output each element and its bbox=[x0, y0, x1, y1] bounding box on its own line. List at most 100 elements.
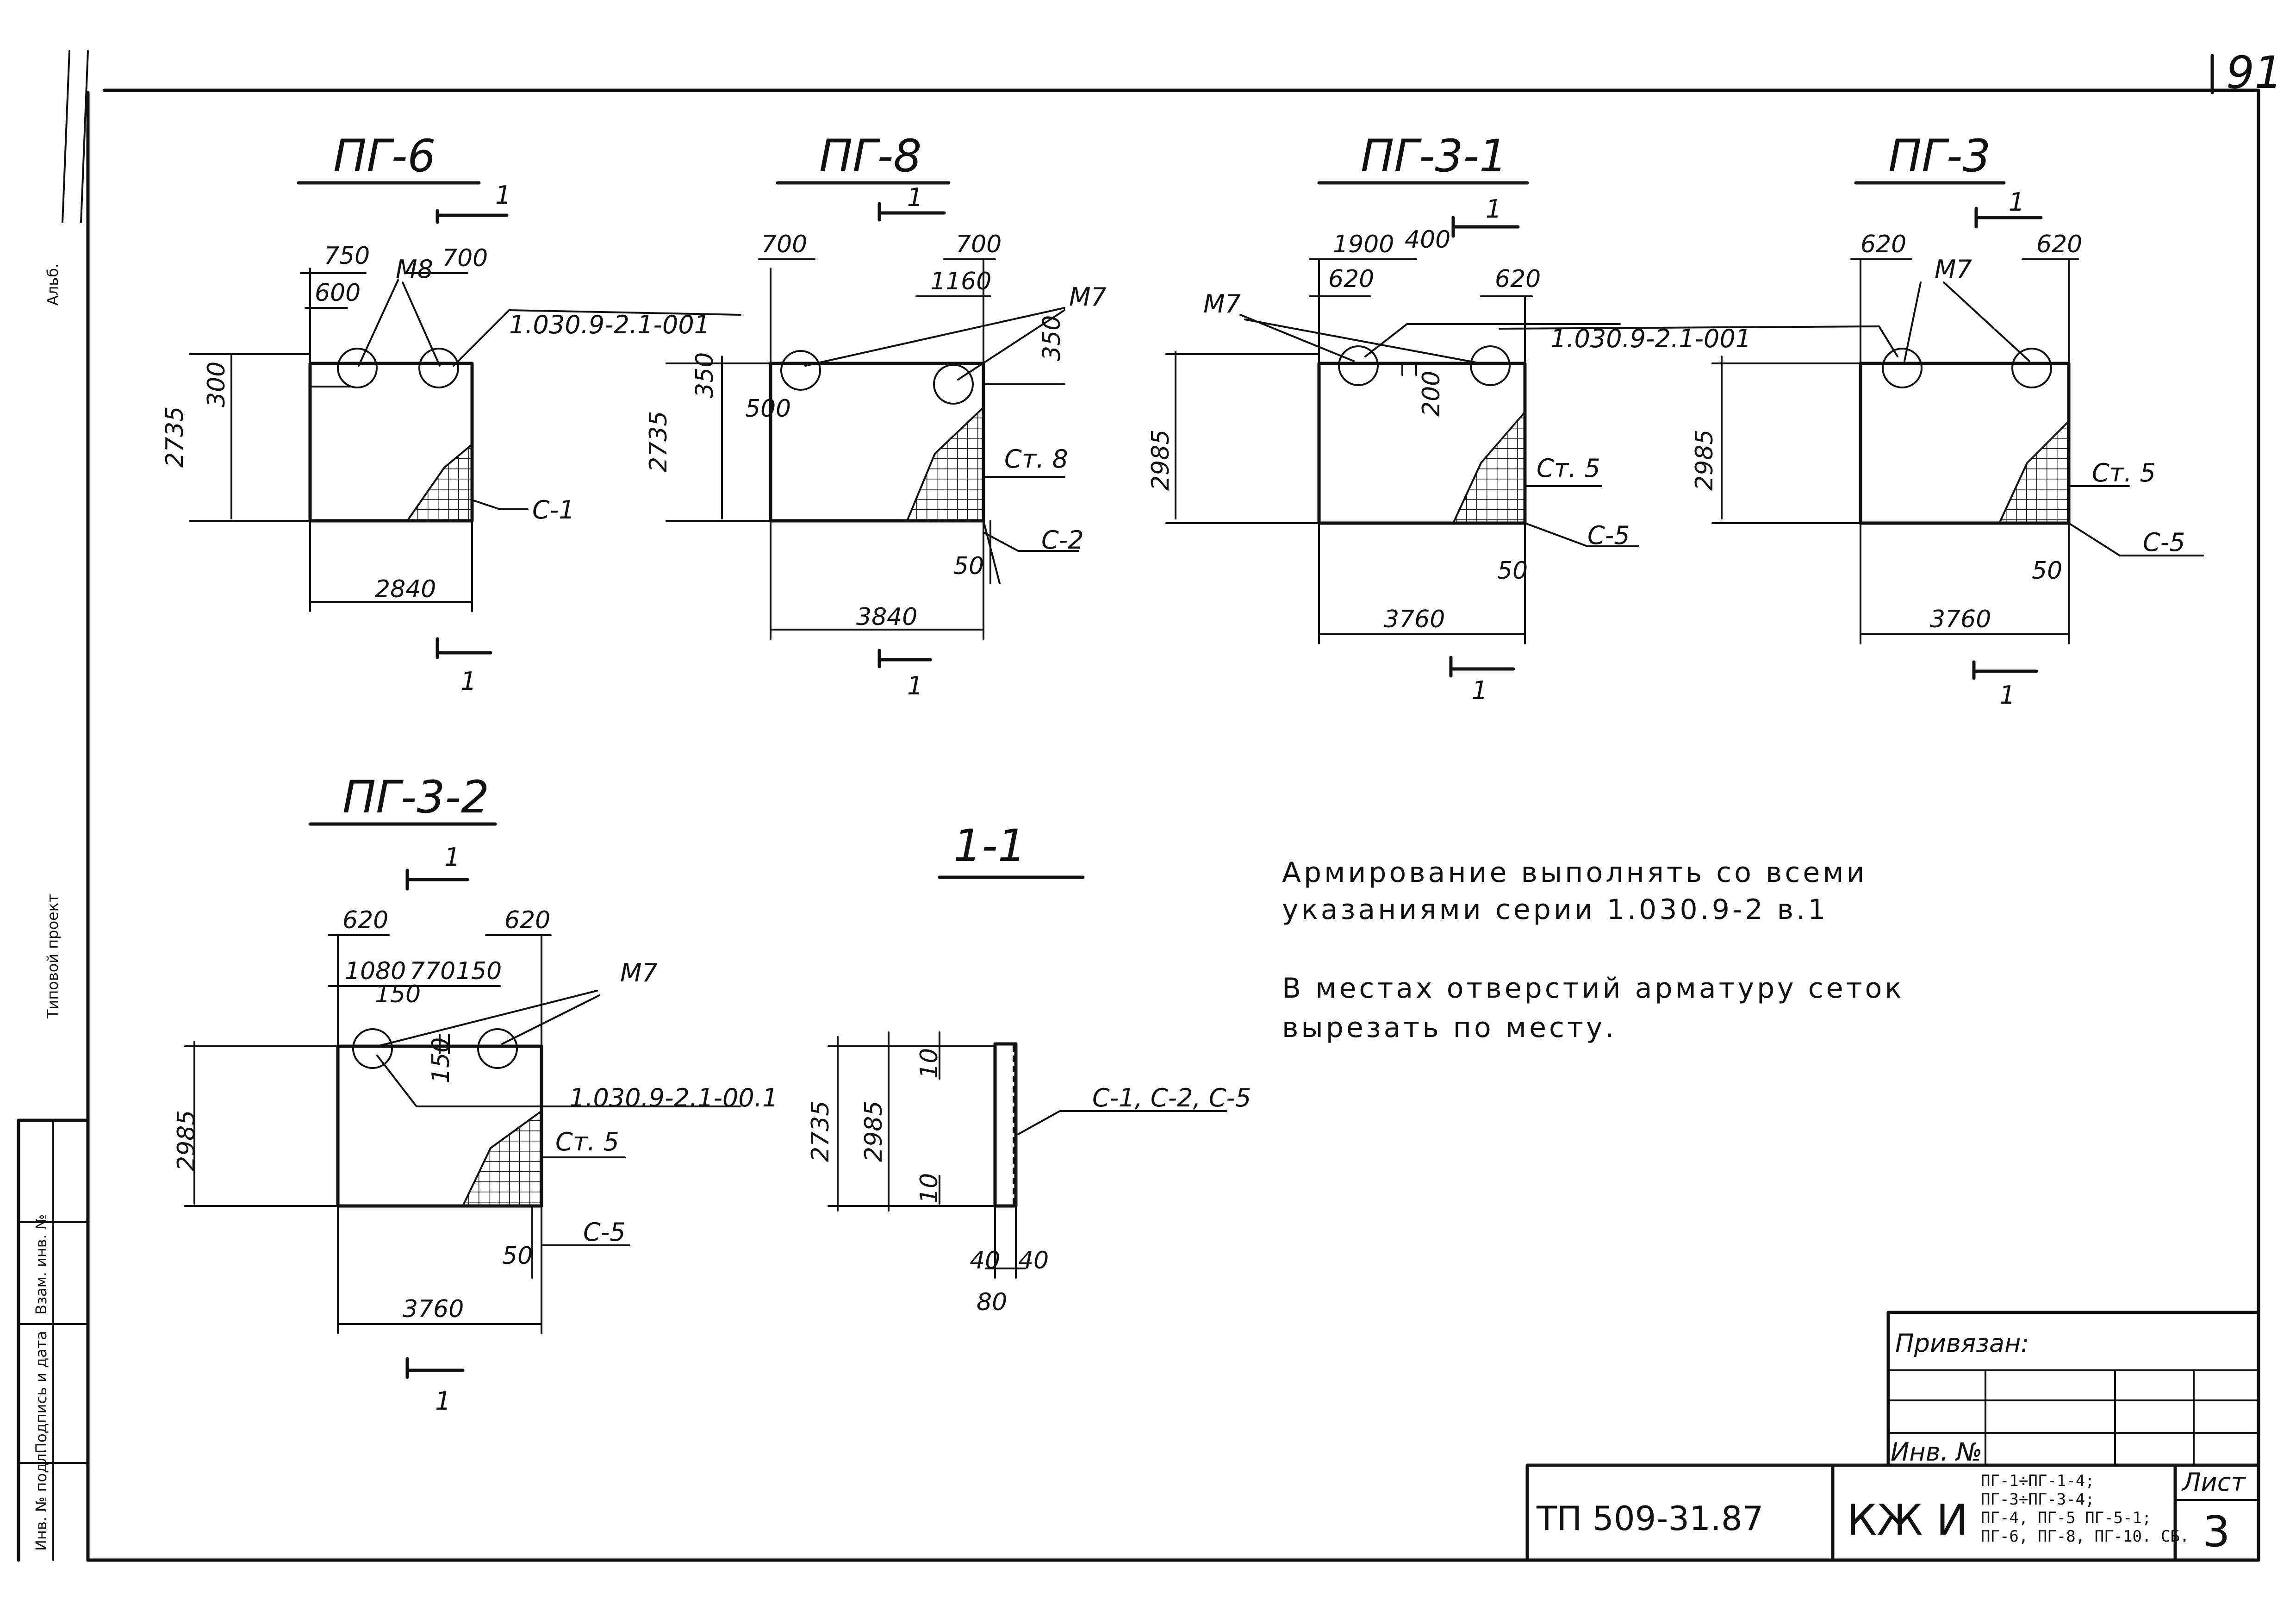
page-number: 91 bbox=[2226, 47, 2283, 99]
svg-text:150: 150 bbox=[375, 981, 421, 1008]
svg-text:700: 700 bbox=[442, 244, 488, 272]
bar-label: Ст. 5 bbox=[1537, 454, 1600, 483]
svg-text:620: 620 bbox=[504, 906, 550, 934]
svg-text:1: 1 bbox=[460, 667, 476, 696]
svg-text:620: 620 bbox=[2036, 231, 2082, 258]
mesh-label: С-5 bbox=[1587, 521, 1630, 550]
panel-pg3: ПГ-3 1 2985 3760 620 620 50 М7 Ст. 5 С-5… bbox=[1499, 130, 2204, 710]
insert-label: М7 bbox=[1935, 255, 1972, 284]
svg-text:2985: 2985 bbox=[860, 1101, 888, 1162]
svg-text:620: 620 bbox=[1328, 265, 1374, 293]
svg-text:500: 500 bbox=[745, 395, 791, 423]
section-mark-bottom: 1 bbox=[1449, 656, 1515, 705]
note-line-3: В местах отверстий арматуру сеток bbox=[1282, 972, 1904, 1005]
panel-title: ПГ-3-1 bbox=[1361, 130, 1507, 182]
bar-label: Ст. 8 bbox=[1004, 444, 1068, 474]
section-outline bbox=[993, 1042, 1018, 1208]
svg-text:1: 1 bbox=[907, 671, 923, 700]
panel-pg3-2: ПГ-3-2 1 2985 3760 620 620 1080 770 150 … bbox=[173, 771, 778, 1416]
svg-text:80: 80 bbox=[977, 1288, 1007, 1316]
svg-text:2985: 2985 bbox=[1147, 430, 1175, 491]
svg-text:1: 1 bbox=[444, 843, 460, 872]
svg-text:350: 350 bbox=[1038, 315, 1066, 361]
svg-text:1: 1 bbox=[495, 181, 511, 210]
svg-text:1900: 1900 bbox=[1333, 231, 1394, 258]
svg-text:1: 1 bbox=[1472, 676, 1487, 705]
mesh-list-label: С-1, С-2, С-5 bbox=[1092, 1083, 1251, 1112]
panel-title: ПГ-3 bbox=[1888, 130, 1991, 182]
svg-text:2735: 2735 bbox=[645, 411, 672, 472]
mesh-label: С-5 bbox=[583, 1218, 626, 1247]
bar-label: Ст. 5 bbox=[555, 1127, 619, 1156]
album-fragment: Альб. bbox=[44, 263, 62, 306]
section-mark-top: 1 bbox=[405, 843, 469, 891]
width-dim: 3840 bbox=[856, 603, 917, 631]
section-title: 1-1 bbox=[953, 820, 1026, 872]
stamp-line-3: ПГ-4, ПГ-5 ПГ-5-1; bbox=[1981, 1509, 2151, 1527]
svg-text:1080: 1080 bbox=[345, 957, 406, 985]
width-dim: 3760 bbox=[403, 1295, 464, 1323]
document-code: ТП 509-31.87 bbox=[1536, 1499, 1764, 1538]
mesh-hatch bbox=[1997, 419, 2070, 524]
bar-label: Ст. 5 bbox=[2092, 458, 2156, 487]
ref-label: 1.030.9-2.1-00.1 bbox=[569, 1083, 778, 1112]
signature-date-label: Подпись и дата bbox=[32, 1331, 50, 1454]
inv-no-orig-label: Инв. № подл. bbox=[32, 1449, 50, 1551]
panel-pg3-1: ПГ-3-1 1 2985 3760 1900 400 620 620 200 … bbox=[1147, 130, 1751, 705]
side-strip: Инв. № подл. Подпись и дата Взам. инв. №… bbox=[17, 263, 90, 1562]
stamp-line-4: ПГ-6, ПГ-8, ПГ-10. СБ. bbox=[1981, 1527, 2189, 1546]
sheet-frame bbox=[62, 50, 2260, 1562]
svg-text:40: 40 bbox=[970, 1247, 1000, 1274]
bound-label: Привязан: bbox=[1895, 1329, 2029, 1358]
section-mark-top: 1 bbox=[877, 183, 946, 222]
svg-text:50: 50 bbox=[1497, 557, 1528, 585]
mesh-label: С-1 bbox=[532, 495, 575, 525]
svg-text:350: 350 bbox=[691, 352, 719, 398]
svg-text:600: 600 bbox=[315, 279, 361, 307]
panel-pg8: ПГ-8 1 2735 3840 700 700 1160 350 350 50… bbox=[645, 130, 1107, 700]
svg-text:50: 50 bbox=[2032, 557, 2062, 585]
section-mark-bottom: 1 bbox=[405, 1357, 465, 1416]
section-mark-bottom: 1 bbox=[877, 649, 932, 700]
title-block: Привязан: Инв. № ТП 509-31.87 КЖ И ПГ-1÷… bbox=[1525, 1311, 2260, 1562]
svg-text:1: 1 bbox=[2009, 187, 2024, 217]
width-dim: 3760 bbox=[1384, 606, 1445, 633]
mesh-hatch bbox=[1451, 409, 1526, 524]
svg-text:10: 10 bbox=[915, 1173, 943, 1204]
replace-inv-label: Взам. инв. № bbox=[32, 1214, 50, 1315]
section-mark-top: 1 bbox=[1451, 194, 1520, 238]
notes: Армирование выполнять со всеми указаниям… bbox=[1282, 856, 1904, 1044]
section-view-1-1: 1-1 2735 2985 10 10 40 40 80 С-1, С-2, С… bbox=[807, 820, 1251, 1316]
svg-text:2735: 2735 bbox=[807, 1101, 834, 1162]
insert-label: М7 bbox=[620, 958, 658, 987]
svg-text:1: 1 bbox=[1486, 194, 1501, 224]
svg-text:1160: 1160 bbox=[930, 268, 991, 295]
inv-label: Инв. № bbox=[1891, 1437, 1982, 1467]
svg-text:1: 1 bbox=[907, 183, 923, 212]
note-line-4: вырезать по месту. bbox=[1282, 1012, 1617, 1044]
svg-text:50: 50 bbox=[953, 552, 984, 580]
stamp-line-2: ПГ-3÷ПГ-3-4; bbox=[1981, 1490, 2095, 1509]
svg-text:400: 400 bbox=[1405, 226, 1450, 254]
mesh-hatch bbox=[906, 405, 984, 522]
panel-title: ПГ-3-2 bbox=[342, 771, 489, 823]
svg-text:150: 150 bbox=[427, 1037, 455, 1083]
sheet-label: Лист bbox=[2181, 1468, 2246, 1497]
svg-text:620: 620 bbox=[1860, 231, 1906, 258]
section-mark-bottom: 1 bbox=[436, 637, 492, 696]
mesh-hatch bbox=[461, 1109, 542, 1207]
panel-pg6: ПГ-6 1 2735 2840 750 600 700 300 М8 1.03… bbox=[161, 130, 741, 696]
insert-label: М8 bbox=[396, 255, 433, 284]
svg-text:2735: 2735 bbox=[161, 406, 189, 468]
ref-label: 1.030.9-2.1-001 bbox=[509, 310, 710, 339]
svg-text:700: 700 bbox=[956, 231, 1002, 258]
mesh-hatch bbox=[405, 442, 473, 522]
svg-text:1: 1 bbox=[1999, 681, 2015, 710]
section-code: КЖ И bbox=[1847, 1495, 1968, 1545]
insert-label: М7 bbox=[1203, 289, 1241, 319]
svg-text:770: 770 bbox=[410, 957, 455, 985]
svg-text:2985: 2985 bbox=[173, 1110, 200, 1171]
svg-text:300: 300 bbox=[203, 362, 230, 407]
note-line-1: Армирование выполнять со всеми bbox=[1282, 856, 1867, 889]
